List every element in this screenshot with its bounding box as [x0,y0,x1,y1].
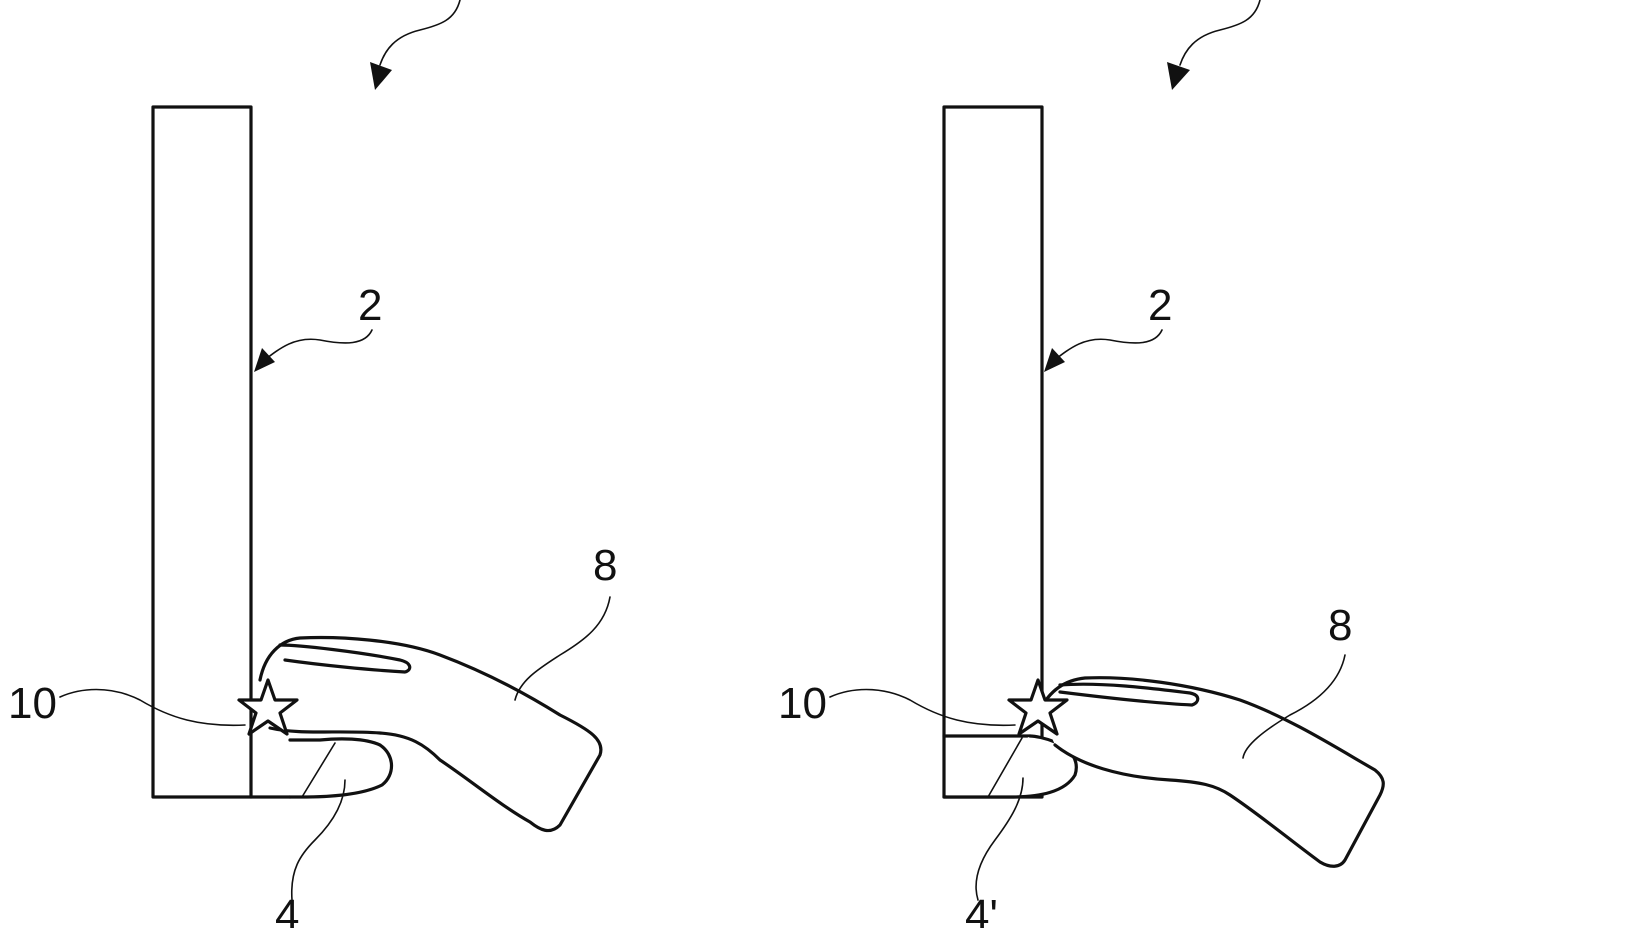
label-4-prime-text: 4' [965,891,998,928]
label-hand-8: 8 [1242,601,1352,759]
reference-arrow-top-left [370,0,461,90]
panel-right: 2 10 [778,0,1385,933]
label-8-text: 8 [1328,601,1352,650]
device-body [151,105,292,799]
label-10-text: 10 [778,679,827,728]
label-2-text: 2 [358,281,382,330]
label-device-2: 2 [1044,281,1172,372]
label-region-4-prime: 4' [965,777,1024,933]
device-body [942,105,1044,799]
label-4-text: 4 [275,891,299,928]
star-marker [237,678,299,736]
label-2-text: 2 [1148,281,1172,330]
label-marker-10: 10 [778,679,1016,728]
label-hand-8: 8 [514,541,617,701]
hand-finger [942,676,1385,868]
hand-finger [258,635,603,833]
label-device-2: 2 [254,281,382,372]
label-marker-10: 10 [8,679,246,728]
label-10-text: 10 [8,679,57,728]
label-8-text: 8 [593,541,617,590]
star-marker [1007,678,1069,736]
label-region-4: 4 [275,779,346,933]
reference-arrow-top-right [1167,0,1261,90]
panel-left: 2 10 [8,0,617,933]
